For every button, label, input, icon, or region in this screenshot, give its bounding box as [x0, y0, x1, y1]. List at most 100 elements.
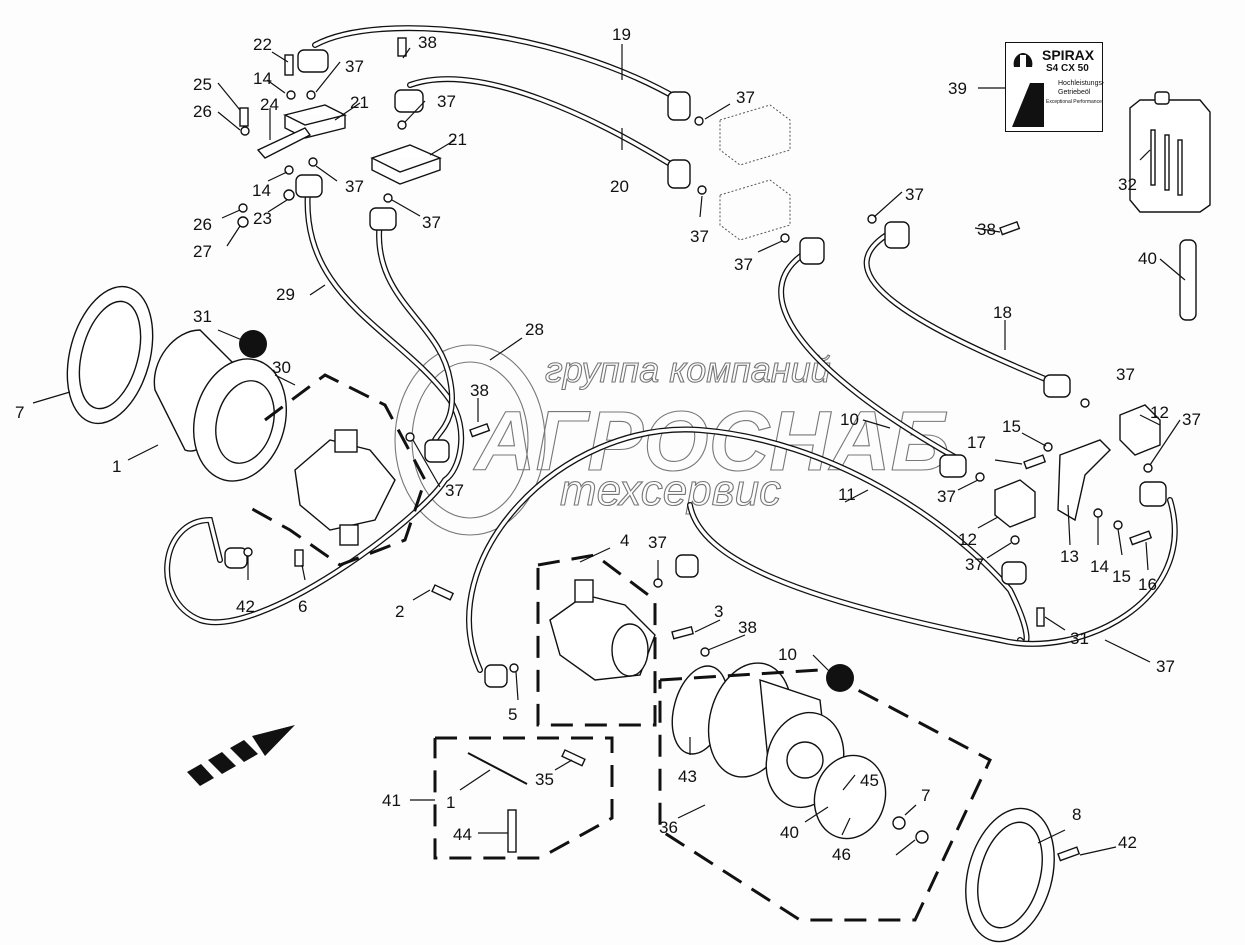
nut-23 — [283, 189, 295, 201]
callout-15: 15 — [1002, 417, 1021, 436]
callout-8: 42 — [1118, 833, 1137, 852]
hose-fittings — [224, 49, 1167, 688]
hydraulic-motor-30 — [294, 429, 396, 546]
hose-28 — [376, 217, 455, 443]
oring-37 — [509, 663, 519, 673]
oring-37 — [975, 472, 985, 482]
callout-26: 26 — [193, 102, 212, 121]
direction-arrow-icon — [187, 725, 295, 786]
bolt-38 — [469, 422, 491, 438]
callout-18: 18 — [993, 303, 1012, 322]
callout-31: 10 — [778, 645, 797, 664]
callout-28: 28 — [525, 320, 544, 339]
callout-14: 14 — [252, 181, 271, 200]
oring-37 — [306, 90, 316, 100]
oring-37 — [397, 120, 407, 130]
callout-37: 37 — [905, 185, 924, 204]
callout-5: 35 — [535, 770, 554, 789]
callout-37: 37 — [345, 177, 364, 196]
callout-20: 20 — [610, 177, 629, 196]
callout-14: 14 — [1090, 557, 1109, 576]
callout-38: 31 — [1070, 629, 1089, 648]
sensor-42 — [294, 549, 304, 567]
callout-3: 38 — [738, 618, 757, 637]
final-drive-right — [671, 662, 1055, 943]
bolt-25 — [239, 107, 249, 127]
oil-desc-2: Getriebeöl — [1058, 89, 1091, 96]
oring-37 — [308, 157, 318, 167]
label-stripe — [1012, 83, 1044, 127]
callout-1: 1 — [112, 457, 121, 476]
watermark-line3: техсервис — [560, 466, 781, 515]
callout-12: 12 — [958, 530, 977, 549]
callout-19: 19 — [612, 25, 631, 44]
grease-dot-31-right — [826, 664, 854, 692]
callout-37: 5 — [508, 705, 517, 724]
oil-desc-1: Hochleistungs- — [1058, 80, 1105, 87]
oil-can-32 — [1129, 91, 1211, 213]
callout-44: 46 — [832, 845, 851, 864]
callout-21: 21 — [350, 93, 369, 112]
callout-10: 37 — [1156, 657, 1175, 676]
callout-37: 37 — [734, 255, 753, 274]
washer-15 — [1043, 442, 1053, 452]
callout-40: 40 — [1138, 249, 1157, 268]
callout-37: 37 — [690, 227, 709, 246]
callout-12: 12 — [1150, 403, 1169, 422]
callout-23: 23 — [253, 209, 272, 228]
fitting-nut-icon — [667, 159, 691, 189]
callout-42: 41 — [382, 791, 401, 810]
callout-43: 45 — [860, 771, 879, 790]
hardware — [237, 37, 1153, 862]
oil-brand: SPIRAX — [1042, 47, 1095, 63]
callout-38: 38 — [470, 381, 489, 400]
bolt-16 — [1129, 530, 1153, 546]
fitting-nut-icon — [1139, 481, 1167, 507]
fitting-nut-icon — [799, 237, 825, 265]
callout-37: 42 — [236, 597, 255, 616]
ghost-block-lower — [719, 179, 791, 241]
fitting-nut-icon — [884, 221, 910, 249]
callout-39: 39 — [948, 79, 967, 98]
fitting-nut-icon — [297, 49, 329, 73]
fitting-nut-icon — [424, 439, 450, 463]
grease-dot-31-left — [239, 330, 267, 358]
oring-37 — [405, 432, 415, 442]
callout-4: 4 — [620, 531, 629, 550]
callout-37: 37 — [736, 88, 755, 107]
fitting-nut-icon — [1001, 561, 1027, 585]
pin-41 — [467, 752, 528, 785]
plug-45 — [892, 816, 906, 830]
bolt-2 — [671, 625, 694, 640]
watermark-wreath-icon — [394, 344, 546, 536]
fitting-nut-icon — [224, 547, 248, 569]
callout-35: 43 — [678, 767, 697, 786]
washer-3 — [700, 647, 710, 657]
group-box-1 — [658, 668, 992, 922]
callout-37: 37 — [1116, 365, 1135, 384]
hoses — [164, 25, 1178, 673]
oring-37 — [694, 116, 704, 126]
callout-29: 29 — [276, 285, 295, 304]
hose-18 — [863, 227, 1063, 388]
oring-37 — [1143, 463, 1153, 473]
callout-37: 37 — [648, 533, 667, 552]
bracket-13 — [1057, 439, 1111, 522]
bolt-17 — [1023, 454, 1047, 470]
hydraulic-motor-4 — [549, 579, 656, 681]
fitting-nut-icon — [394, 89, 424, 113]
callout-16: 16 — [1138, 575, 1157, 594]
washer-26 — [238, 203, 248, 213]
callout-37: 37 — [437, 92, 456, 111]
callout-15: 15 — [1112, 567, 1131, 586]
oil-grade: S4 CX 50 — [1046, 63, 1089, 74]
watermark: группа компаний АГРОСНАБ техсервис — [394, 344, 951, 536]
fitting-nut-icon — [369, 207, 397, 231]
fitting-nut-icon — [675, 554, 699, 578]
bracket-24 — [256, 127, 312, 159]
callout-45: 7 — [921, 786, 930, 805]
callout-2: 3 — [714, 602, 723, 621]
oring-37 — [383, 193, 393, 203]
